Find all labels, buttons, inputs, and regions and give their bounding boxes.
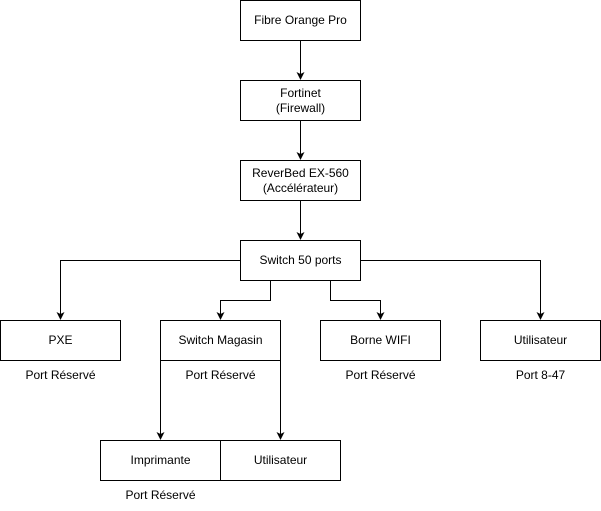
caption-switch-magasin-port: Port Réservé (185, 368, 256, 382)
edge-switch50-to-utilisateur (360, 260, 545, 320)
edge-switch50-to-borne-wifi (330, 280, 385, 320)
node-imprimante: Imprimante (100, 440, 221, 481)
node-switch-magasin: Switch Magasin (160, 320, 281, 361)
node-fibre-orange-pro: Fibre Orange Pro (240, 0, 361, 41)
node-switch-50-ports: Switch 50 ports (240, 240, 361, 281)
node-pxe: PXE (0, 320, 121, 361)
node-borne-wifi: Borne WIFI (320, 320, 441, 361)
caption-borne-wifi-port: Port Réservé (345, 368, 416, 382)
caption-imprimante-port: Port Réservé (125, 488, 196, 502)
edge-switch50-to-pxe (56, 260, 240, 320)
edge-switch50-to-switch-magasin (216, 280, 271, 320)
caption-utilisateur-port: Port 8-47 (515, 368, 566, 382)
node-fortinet-firewall: Fortinet (Firewall) (240, 80, 361, 121)
caption-pxe-port: Port Réservé (25, 368, 96, 382)
node-reverbed-accelerateur: ReverBed EX-560 (Accélérateur) (240, 160, 361, 201)
node-utilisateur-magasin: Utilisateur (220, 440, 341, 481)
node-utilisateur: Utilisateur (480, 320, 601, 361)
